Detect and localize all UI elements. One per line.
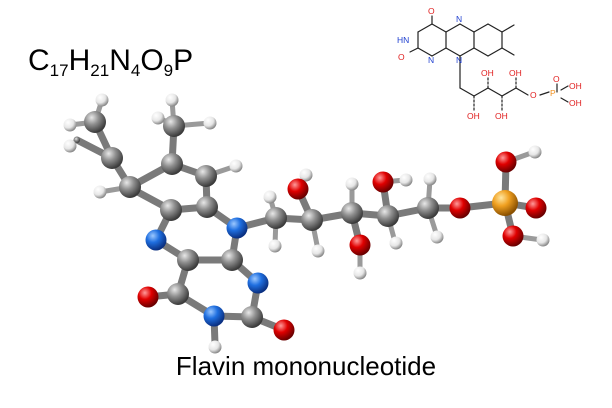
skeletal-n-ring-3: N (456, 55, 462, 65)
skeletal-o-left: O (398, 52, 405, 62)
formula-element: N (109, 44, 131, 77)
skeletal-p: P (550, 88, 556, 98)
formula-count: 4 (130, 61, 141, 80)
molecular-formula: C17H21N4O9P (28, 44, 194, 80)
formula-element: P (173, 44, 194, 77)
ball-and-stick-model (63, 93, 550, 354)
formula-element: C (28, 44, 50, 77)
skeletal-n-ring-2: N (456, 14, 462, 24)
skeletal-oh-2: OH (481, 68, 494, 78)
formula-element: O (140, 44, 164, 77)
skeletal-labels: O HN O N N N OH OH OH OH O P O OH OH (397, 6, 582, 121)
skeletal-oh-4: OH (509, 68, 522, 78)
skeletal-oh-3: OH (495, 111, 508, 121)
skeletal-formula (409, 15, 569, 111)
skeletal-oh-1: OH (467, 111, 480, 121)
carbon-atoms (74, 111, 439, 328)
skeletal-o-ester: O (530, 90, 537, 100)
formula-count: 9 (163, 61, 174, 80)
molecule-name: Flavin mononucleotide (175, 351, 437, 381)
skeletal-n-ring-1: N (428, 55, 434, 65)
oxygen-atoms (137, 151, 547, 341)
skeletal-oh-p-1: OH (569, 81, 582, 91)
formula-count: 21 (90, 61, 110, 80)
skeletal-oh-p-2: OH (569, 98, 582, 108)
hydrogen-atoms (63, 93, 550, 354)
nitrogen-atoms (145, 217, 269, 327)
phosphorus-atom (492, 190, 518, 216)
skeletal-o-p-top: O (553, 74, 560, 84)
formula-count: 17 (49, 61, 69, 80)
formula-element: H (68, 44, 91, 77)
bonds (73, 118, 540, 348)
skeletal-o-top: O (428, 6, 435, 16)
skeletal-hn: HN (397, 35, 409, 45)
